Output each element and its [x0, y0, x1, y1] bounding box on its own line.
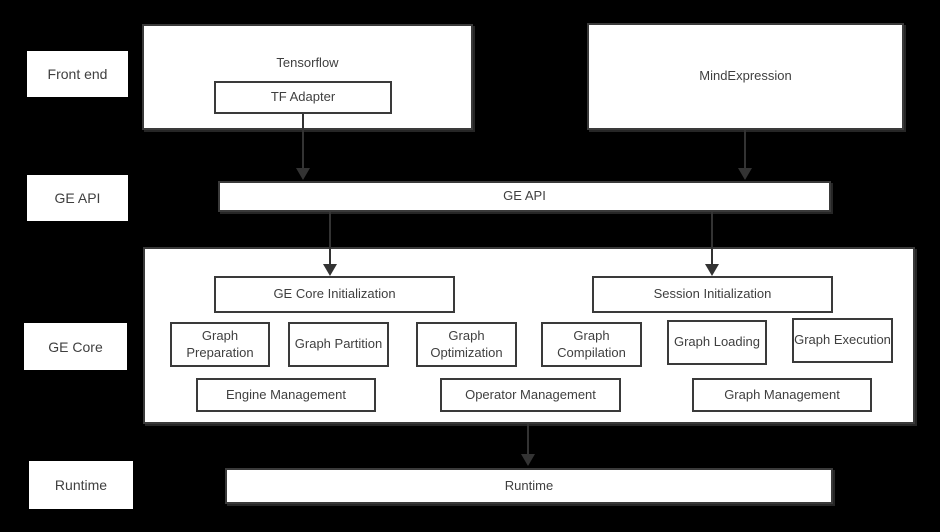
- graph-management-box: Graph Management: [692, 378, 872, 412]
- tensorflow-title: Tensorflow: [276, 55, 339, 70]
- runtime-bar: Runtime: [225, 468, 833, 504]
- graph-partition-box: Graph Partition: [288, 322, 389, 367]
- arrow-head-icon: [296, 168, 310, 180]
- arrow-geapi-to-session-initialization: [705, 212, 719, 276]
- graph-compilation-box: Graph Compilation: [541, 322, 642, 367]
- arrow-head-icon: [323, 264, 337, 276]
- arrow-head-icon: [738, 168, 752, 180]
- layer-label-front-end: Front end: [27, 51, 128, 97]
- arrow-mindexpression-to-geapi: [738, 130, 752, 180]
- arrow-geapi-to-gecore-initialization: [323, 212, 337, 276]
- arrow-line: [527, 424, 529, 455]
- arrow-tfadapter-to-geapi: [296, 114, 310, 180]
- arrow-head-icon: [705, 264, 719, 276]
- operator-management-box: Operator Management: [440, 378, 621, 412]
- tf-adapter-box: TF Adapter: [214, 81, 392, 114]
- arrow-gecore-to-runtime: [521, 424, 535, 466]
- ge-core-initialization-box: GE Core Initialization: [214, 276, 455, 313]
- layer-label-runtime: Runtime: [29, 461, 133, 509]
- graph-preparation-box: Graph Preparation: [170, 322, 270, 367]
- graph-optimization-box: Graph Optimization: [416, 322, 517, 367]
- mindexpression-box: MindExpression: [587, 23, 904, 130]
- tensorflow-box: Tensorflow TF Adapter: [142, 24, 473, 130]
- layer-label-ge-core: GE Core: [24, 323, 127, 370]
- engine-management-box: Engine Management: [196, 378, 376, 412]
- graph-execution-box: Graph Execution: [792, 318, 893, 363]
- ge-core-box: GE Core Initialization Session Initializ…: [143, 247, 915, 424]
- ge-api-bar: GE API: [218, 181, 831, 212]
- arrow-line: [711, 212, 713, 265]
- session-initialization-box: Session Initialization: [592, 276, 833, 313]
- arrow-line: [302, 114, 304, 169]
- arrow-head-icon: [521, 454, 535, 466]
- layer-label-ge-api: GE API: [27, 175, 128, 221]
- graph-loading-box: Graph Loading: [667, 320, 767, 365]
- arrow-line: [744, 130, 746, 169]
- arrow-line: [329, 212, 331, 265]
